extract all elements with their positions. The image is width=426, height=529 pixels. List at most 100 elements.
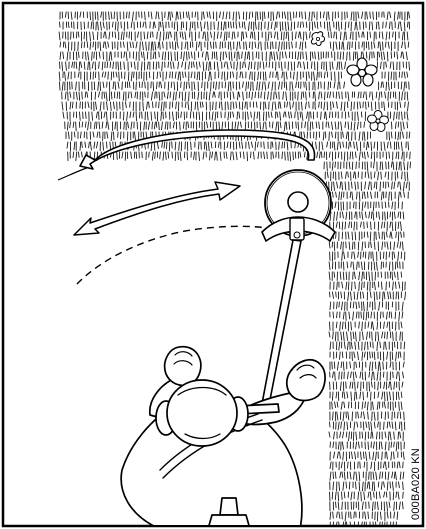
grass-blade <box>336 232 337 238</box>
grass-blade <box>82 122 83 127</box>
grass-blade <box>143 102 144 111</box>
grass-blade <box>351 392 352 401</box>
grass-blade <box>377 292 378 300</box>
grass-blade <box>387 422 388 428</box>
grass-blade <box>370 12 371 18</box>
grass-blade <box>118 132 119 137</box>
grass-blade <box>195 12 196 17</box>
trimmer-engine-unit <box>220 498 238 515</box>
grass-blade <box>361 312 362 318</box>
grass-blade <box>393 62 394 70</box>
grass-blade <box>386 82 387 90</box>
grass-blade <box>107 62 108 68</box>
grass-blade <box>150 32 151 38</box>
grass-blade <box>264 92 265 99</box>
grass-blade <box>346 242 347 248</box>
grass-blade <box>403 242 404 250</box>
grass-blade <box>403 482 404 490</box>
grass-blade <box>389 202 390 207</box>
grass-blade <box>348 462 349 468</box>
grass-blade <box>244 152 245 159</box>
grass-blade <box>248 82 249 88</box>
grass-blade <box>86 112 87 118</box>
grass-blade <box>219 122 220 129</box>
grass-blade <box>387 482 388 490</box>
grass-blade <box>330 492 331 501</box>
grass-blade <box>410 152 411 159</box>
grass-blade <box>370 232 371 241</box>
grass-blade <box>266 62 267 67</box>
grass-blade <box>352 252 353 258</box>
grass-blade <box>393 372 394 378</box>
grass-blade <box>263 72 264 80</box>
grass-blade <box>288 32 289 41</box>
grass-blade <box>352 162 353 170</box>
grass-blade <box>361 112 362 117</box>
grass-blade <box>278 72 279 80</box>
grass-blade <box>347 262 348 268</box>
grass-blade <box>267 152 268 159</box>
grass-blade <box>314 12 315 17</box>
grass-blade <box>146 22 147 28</box>
grass-blade <box>347 52 348 60</box>
grass-blade <box>325 92 326 100</box>
grass-blade <box>385 42 386 47</box>
grass-blade <box>368 442 369 449</box>
grass-blade <box>152 102 153 108</box>
grass-blade <box>111 92 112 99</box>
grass-blade <box>356 482 357 489</box>
grass-blade <box>131 62 132 67</box>
grass-blade <box>208 22 209 30</box>
grass-blade <box>401 122 402 131</box>
grass-blade <box>357 192 358 199</box>
grass-blade <box>349 402 350 408</box>
grass-blade <box>387 52 388 61</box>
grass-blade <box>237 112 238 119</box>
grass-blade <box>153 82 154 91</box>
grass-blade <box>126 12 127 18</box>
grass-blade <box>92 52 93 60</box>
grass-blade <box>313 92 314 98</box>
grass-blade <box>240 152 241 157</box>
grass-blade <box>159 52 160 57</box>
grass-blade <box>391 192 392 200</box>
grass-blade <box>407 92 408 100</box>
grass-blade <box>336 502 337 508</box>
grass-blade <box>397 262 398 268</box>
grass-blade <box>355 382 356 390</box>
grass-blade <box>395 92 396 99</box>
grass-blade <box>212 52 213 59</box>
grass-blade <box>381 172 382 179</box>
grass-blade <box>175 52 176 60</box>
grass-blade <box>149 152 150 157</box>
grass-blade <box>354 392 355 400</box>
grass-blade <box>351 512 352 519</box>
grass-blade <box>95 92 96 99</box>
grass-blade <box>383 42 384 50</box>
grass-blade <box>219 92 220 98</box>
grass-blade <box>353 52 354 60</box>
grass-blade <box>352 382 353 388</box>
grass-blade <box>147 52 148 59</box>
grass-blade <box>352 152 353 159</box>
grass-blade <box>278 122 279 131</box>
grass-blade <box>263 112 264 121</box>
grass-blade <box>363 422 364 430</box>
grass-blade <box>154 142 155 150</box>
grass-blade <box>180 32 181 37</box>
grass-blade <box>175 152 176 161</box>
grass-blade <box>342 372 343 379</box>
grass-blade <box>335 372 336 380</box>
grass-blade <box>378 482 379 487</box>
grass-blade <box>60 62 61 69</box>
grass-blade <box>374 52 375 58</box>
grass-blade <box>335 132 336 138</box>
grass-blade <box>332 392 333 400</box>
grass-blade <box>288 152 289 160</box>
grass-blade <box>321 112 322 119</box>
grass-blade <box>300 52 301 59</box>
grass-blade <box>374 242 375 249</box>
grass-blade <box>328 82 329 90</box>
grass-blade <box>342 352 343 358</box>
grass-blade <box>251 152 252 158</box>
